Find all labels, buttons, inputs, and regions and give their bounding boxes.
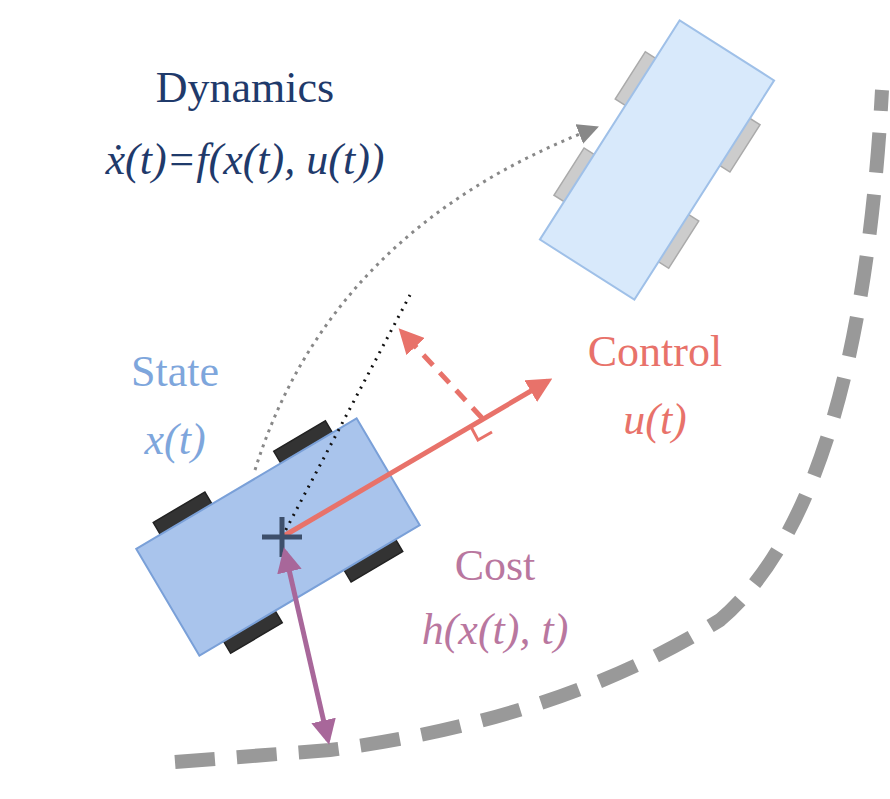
future-car [530,14,784,306]
cost-arrow [285,552,328,740]
diagram-heading: Dynamics [156,63,334,114]
state-symbol: x(t) [144,415,205,466]
steering-arrow [402,332,482,418]
control-arrow [282,381,548,537]
right-angle-mark [470,425,492,440]
car-body [540,20,774,299]
current-car [129,406,427,667]
center-mark [262,517,302,557]
dynamics-equation: ẋ(t)=f(x(t), u(t)) [106,135,385,186]
control-label: Control [588,327,722,378]
road-edge [175,90,882,762]
control-symbol: u(t) [623,395,687,446]
cost-label: Cost [455,541,536,592]
cost-symbol: h(x(t), t) [422,605,569,656]
state-label: State [131,347,219,398]
